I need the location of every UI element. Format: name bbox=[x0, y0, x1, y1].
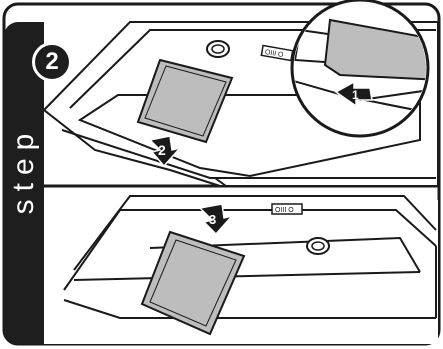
hood-underside bbox=[77, 94, 421, 178]
grease-filter-bottom bbox=[140, 230, 246, 336]
control-panel-label: OIII O bbox=[264, 49, 284, 59]
control-panel-bottom: OIII O bbox=[271, 203, 303, 215]
callout-number-1: 1 bbox=[352, 88, 359, 102]
callout-number-2: 2 bbox=[158, 142, 166, 158]
callout-number-3: 3 bbox=[209, 212, 216, 227]
zoom-detail-circle bbox=[290, 0, 430, 138]
arrow-down-icon: 2 bbox=[148, 135, 183, 168]
step-label: step bbox=[7, 125, 40, 215]
arrow-down-icon-3: 3 bbox=[198, 203, 235, 236]
control-panel-label-bottom: OIII O bbox=[275, 207, 294, 214]
light-icon-bottom bbox=[306, 237, 330, 255]
grease-filter-top bbox=[136, 58, 234, 144]
bottom-panel: OIII O 3 bbox=[44, 195, 438, 344]
arrow-left-icon: 1 bbox=[334, 80, 373, 108]
step-number: 2 bbox=[45, 48, 59, 75]
light-icon bbox=[206, 40, 230, 58]
top-panel: OIII O 2 bbox=[42, 0, 439, 187]
hood-bottom-outline bbox=[73, 195, 437, 271]
step-number-badge: 2 bbox=[32, 42, 72, 82]
hood-lower-edge bbox=[61, 129, 436, 179]
